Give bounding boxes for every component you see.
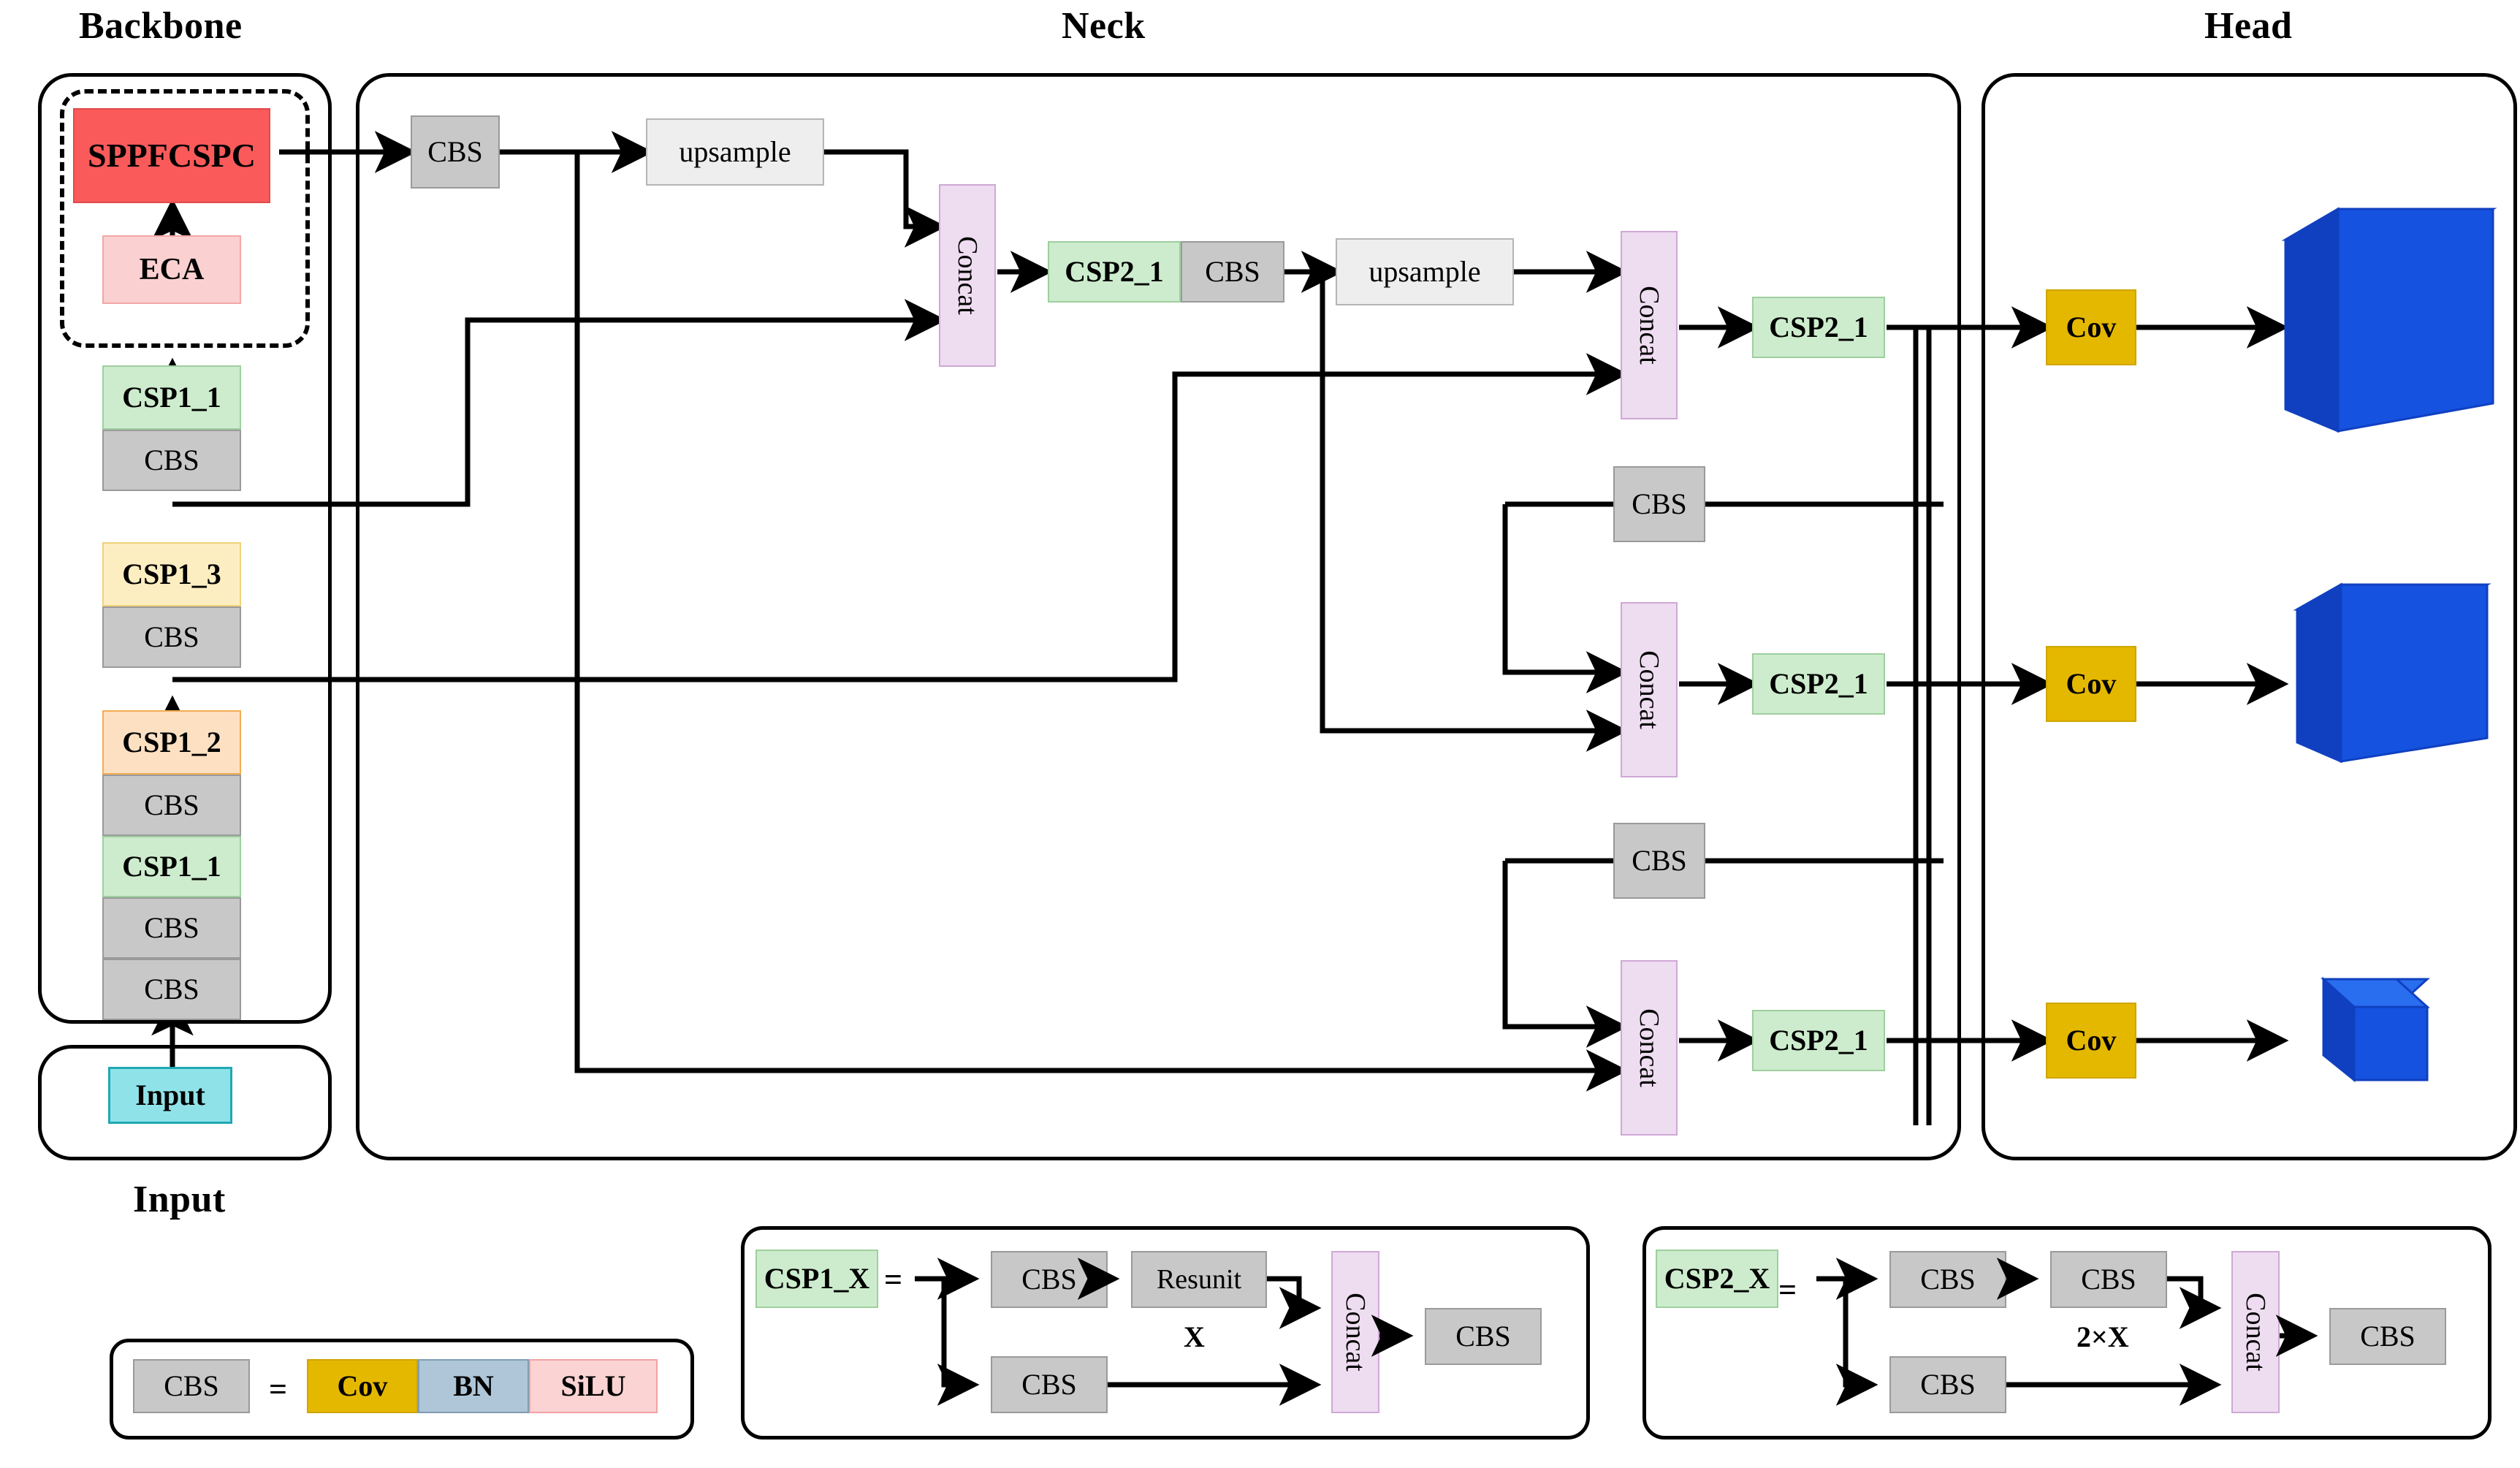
block-cbs-neck-mid[interactable]: CBS (1181, 241, 1284, 303)
attention-module-panel (60, 89, 310, 348)
block-csp2-1-b[interactable]: CSP2_1 (1752, 297, 1885, 358)
legend-cbs-name: CBS (133, 1359, 250, 1413)
input-panel (38, 1045, 332, 1160)
legend-csp1-equals: = (884, 1262, 903, 1298)
block-csp2-1-d[interactable]: CSP2_1 (1752, 1010, 1885, 1071)
legend-csp2-name: CSP2_X (1656, 1250, 1778, 1308)
block-upsample-2[interactable]: upsample (1336, 238, 1514, 305)
output-cube-medium (2293, 582, 2492, 764)
block-csp1-1-low[interactable]: CSP1_1 (102, 836, 241, 897)
block-concat-1[interactable]: Concat (939, 184, 996, 367)
legend-csp1-name: CSP1_X (755, 1250, 878, 1308)
block-cbs-b2[interactable]: CBS (102, 606, 241, 668)
block-sppfcspc[interactable]: SPPFCSPC (73, 108, 270, 203)
legend-csp2-cbs-top-2: CBS (2050, 1251, 2167, 1308)
block-cbs-down-2[interactable]: CBS (1613, 823, 1705, 899)
block-cbs-b1[interactable]: CBS (102, 430, 241, 491)
block-eca[interactable]: ECA (102, 235, 241, 304)
legend-csp2-cbs-bottom: CBS (1889, 1356, 2006, 1413)
output-cube-large (2281, 207, 2497, 433)
block-concat-4[interactable]: Concat (1621, 960, 1678, 1136)
head-panel (1982, 73, 2517, 1160)
legend-csp2-panel (1642, 1226, 2492, 1440)
legend-csp2-cbs-out: CBS (2329, 1308, 2446, 1365)
neck-panel (356, 73, 1961, 1160)
legend-cbs-part-cov: Cov (307, 1359, 418, 1413)
legend-csp1-cbs-bottom: CBS (991, 1356, 1108, 1413)
legend-cbs-part-silu: SiLU (529, 1359, 658, 1413)
block-csp1-3[interactable]: CSP1_3 (102, 542, 241, 606)
section-title-neck: Neck (1062, 5, 1146, 47)
block-concat-3[interactable]: Concat (1621, 602, 1678, 777)
legend-cbs-part-bn: BN (418, 1359, 529, 1413)
legend-cbs-panel (110, 1339, 694, 1440)
block-cbs-b5[interactable]: CBS (102, 959, 241, 1020)
block-csp2-1-a[interactable]: CSP2_1 (1048, 241, 1181, 303)
block-cov-1[interactable]: Cov (2046, 289, 2136, 365)
block-csp1-2[interactable]: CSP1_2 (102, 710, 241, 775)
legend-csp1-repeat-label: X (1184, 1320, 1205, 1353)
block-csp2-1-c[interactable]: CSP2_1 (1752, 653, 1885, 715)
block-upsample-1[interactable]: upsample (646, 118, 824, 186)
block-concat-2[interactable]: Concat (1621, 231, 1678, 419)
legend-csp2-repeat-label: 2×X (2076, 1320, 2129, 1353)
block-cbs-neck-top[interactable]: CBS (411, 115, 500, 189)
legend-csp1-panel (741, 1226, 1590, 1440)
block-input[interactable]: Input (108, 1067, 232, 1124)
section-title-head: Head (2204, 5, 2293, 47)
block-cbs-down-1[interactable]: CBS (1613, 466, 1705, 542)
block-csp1-1-top[interactable]: CSP1_1 (102, 365, 241, 430)
legend-csp2-equals: = (1778, 1272, 1797, 1308)
block-cbs-b4[interactable]: CBS (102, 897, 241, 959)
output-cube-small (2321, 976, 2430, 1083)
input-caption: Input (133, 1179, 226, 1220)
legend-csp1-resunit: Resunit (1131, 1251, 1267, 1308)
block-cbs-b3[interactable]: CBS (102, 775, 241, 836)
legend-cbs-equals: = (269, 1372, 288, 1407)
section-title-backbone: Backbone (79, 5, 243, 47)
block-cov-2[interactable]: Cov (2046, 646, 2136, 722)
legend-csp1-cbs-out: CBS (1425, 1308, 1542, 1365)
block-cov-3[interactable]: Cov (2046, 1003, 2136, 1079)
